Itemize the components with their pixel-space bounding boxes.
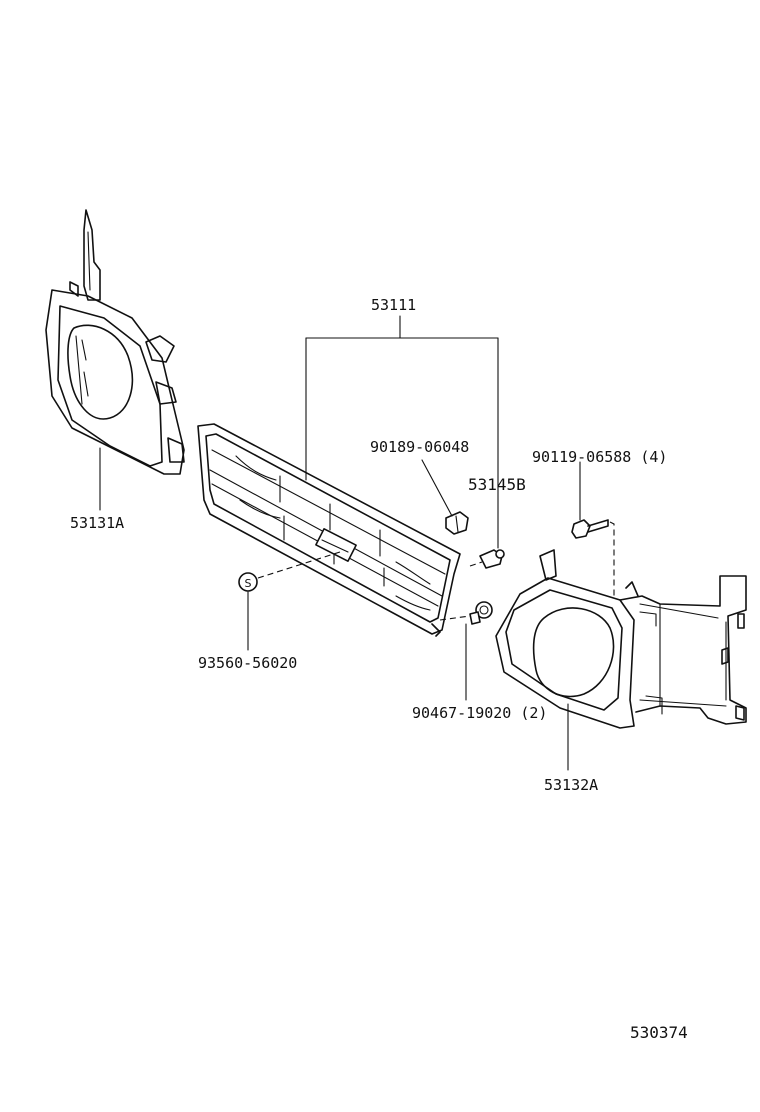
emblem — [469, 549, 505, 569]
bolt — [571, 461, 615, 596]
label-headlamp-door-left: 53131A — [70, 514, 124, 532]
headlamp-door-left — [45, 209, 185, 511]
radiator-grille — [197, 315, 499, 637]
label-emblem: 53145B — [468, 475, 526, 494]
clip — [421, 459, 469, 535]
label-grommet: 90467-19020 (2) — [412, 704, 547, 722]
diagram-number: 530374 — [630, 1023, 688, 1042]
label-bolt: 90119-06588 (4) — [532, 448, 667, 466]
label-grille: 53111 — [371, 296, 416, 314]
headlamp-door-right — [495, 549, 747, 771]
sealant: S — [238, 551, 341, 651]
grommet — [439, 601, 493, 701]
label-clip: 90189-06048 — [370, 438, 469, 456]
sealant-symbol: S — [245, 577, 252, 590]
label-headlamp-door-right: 53132A — [544, 776, 598, 794]
label-sealant: 93560-56020 — [198, 654, 297, 672]
